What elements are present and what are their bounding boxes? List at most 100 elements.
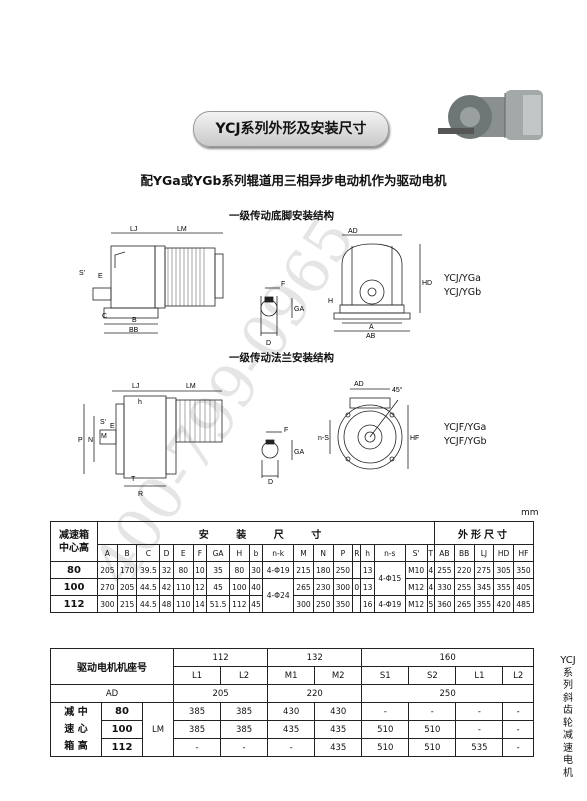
cell-t: 4 (426, 561, 436, 579)
cell-lm: - (455, 720, 504, 739)
dim-ab-1: AB (366, 333, 376, 340)
subcol-l2: L2 (502, 666, 534, 685)
subcol-m2: M2 (314, 666, 363, 685)
dim-ad-1: AD (348, 228, 358, 235)
col-header-n-k: n-k (262, 544, 295, 562)
cell-f: 12 (192, 578, 208, 596)
cell-hf: 485 (512, 595, 535, 613)
cell-ga: 35 (206, 561, 230, 579)
t2-ad-160: 250 (361, 684, 534, 703)
col-header-n-s: n-s (373, 544, 406, 562)
dim-ns-2: n-S (318, 435, 329, 442)
cell-t: 5 (426, 595, 436, 613)
cell-hf: 350 (512, 561, 535, 579)
row-center-height: 112 (101, 738, 143, 757)
cell-lm: - (361, 702, 410, 721)
col-header-n: N (312, 544, 334, 562)
cell-ga: 51.5 (206, 595, 230, 613)
col-header-b: B (116, 544, 138, 562)
t2-frame-160: 160 (361, 648, 534, 667)
col-header-m: M (293, 544, 314, 562)
col-header-a: A (97, 544, 118, 562)
row-center-height: 100 (50, 578, 98, 596)
cell-lj: 345 (473, 578, 495, 596)
cell-lj: 275 (473, 561, 495, 579)
t2-frame-112: 112 (172, 648, 269, 667)
cell-lm: - (172, 738, 222, 757)
cell-n-k: 4-Φ19 (262, 561, 295, 579)
dim-s-1: S' (79, 270, 85, 277)
cell-p: 250 (332, 561, 354, 579)
dim-h-2: h (138, 399, 142, 406)
cell-r (352, 561, 362, 579)
t2-ad-112: 205 (172, 684, 269, 703)
dim-m-2: M (101, 433, 107, 440)
cell-b: 205 (116, 578, 138, 596)
page-title: YCJ系列外形及安装尺寸 (193, 111, 389, 147)
row-center-height: 80 (101, 702, 143, 721)
col-header-c: C (136, 544, 161, 562)
col-header-hf: HF (512, 544, 535, 562)
col-header-bb: BB (453, 544, 475, 562)
cell-e: 110 (172, 595, 194, 613)
side-caption: YCJ系列斜齿轮减速电机 (560, 655, 576, 779)
cell-n: 230 (312, 578, 334, 596)
cell-lm: 510 (408, 720, 457, 739)
cell-lm: 385 (172, 702, 222, 721)
cell-lm: - (267, 738, 316, 757)
cell-hd: 420 (493, 595, 514, 613)
dim-d-2: D (268, 479, 273, 486)
cell-h: 112 (228, 595, 250, 613)
t1-row-header: 减速箱 中心高 (50, 521, 98, 562)
unit-label: mm (521, 508, 539, 518)
dim-hf-2: HF (410, 435, 419, 442)
cell-c: 44.5 (136, 595, 161, 613)
dim-t-2: T (131, 476, 136, 483)
t2-row-header: 减 中速 心箱 高 (50, 702, 102, 757)
cell-lm: 435 (314, 738, 363, 757)
cell-h: 13 (360, 578, 375, 596)
col-header-e: E (172, 544, 194, 562)
flange-end-drawing (329, 388, 409, 470)
dim-a-1: A (369, 324, 374, 331)
cell-p: 350 (332, 595, 354, 613)
foot-side-drawing (92, 232, 224, 334)
cell-lm: 510 (408, 738, 457, 757)
subcol-l1: L1 (455, 666, 504, 685)
col-header-s': S' (404, 544, 428, 562)
cell-p: 300 (332, 578, 354, 596)
subcol-l1: L1 (172, 666, 222, 685)
product-photo (438, 90, 543, 140)
cell-ab: 255 (434, 561, 455, 579)
foot-shaft-drawing (260, 287, 293, 336)
cell-lm: - (408, 702, 457, 721)
dim-ga-2: GA (294, 449, 304, 456)
col-header-r: R (352, 544, 362, 562)
col-header-lj: LJ (473, 544, 495, 562)
cell-ab: 360 (434, 595, 455, 613)
cell-t: 4 (426, 578, 436, 596)
cell-r (352, 595, 362, 613)
dim-lm-1: LM (177, 226, 187, 233)
dim-h-1: H (328, 298, 333, 305)
subcol-m1: M1 (267, 666, 316, 685)
dim-c-1: C (102, 313, 107, 320)
cell-lm: 385 (172, 720, 222, 739)
t2-ad-132: 220 (267, 684, 363, 703)
row-center-height: 80 (50, 561, 98, 579)
cell-lj: 355 (473, 595, 495, 613)
foot-end-drawing (333, 234, 421, 332)
page-subtitle: 配YGa或YGb系列辊道用三相异步电动机作为驱动电机 (140, 173, 447, 188)
cell-bb: 220 (453, 561, 475, 579)
dim-b-1: B (132, 317, 137, 324)
cell-d: 42 (159, 578, 174, 596)
cell-b: 40 (248, 578, 264, 596)
dim-f-2: F (284, 427, 288, 434)
dim-d-1: D (266, 340, 271, 347)
cell-lm: - (502, 720, 534, 739)
cell-b: 170 (116, 561, 138, 579)
flange-model-ya: YCJF/YGa (444, 422, 487, 433)
cell-a: 300 (97, 595, 118, 613)
